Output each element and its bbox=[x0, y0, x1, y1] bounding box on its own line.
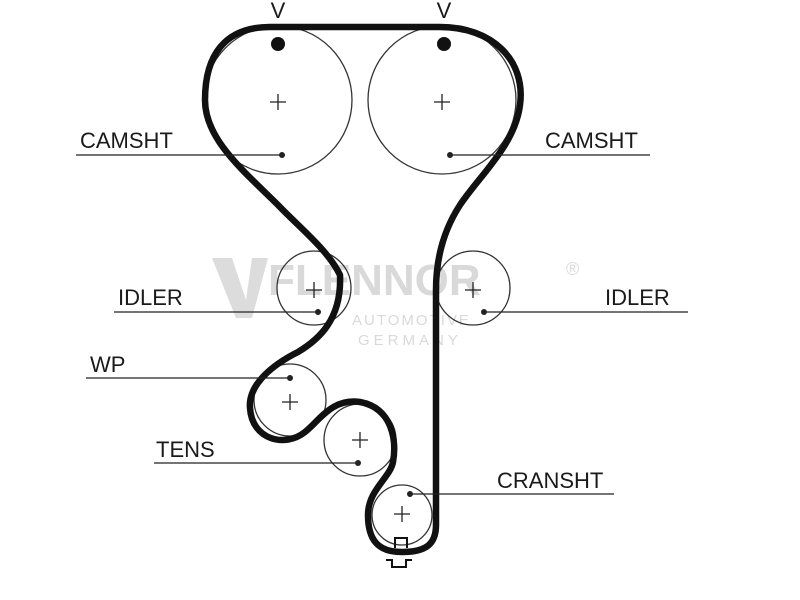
label-camshaft-right: CAMSHT bbox=[545, 128, 638, 153]
watermark-line1: AUTOMOTIVE bbox=[352, 312, 471, 329]
label-idler-left: IDLER bbox=[118, 285, 183, 310]
idler-right-center-icon bbox=[465, 282, 481, 298]
leader-dot-camshaft-right bbox=[447, 152, 453, 158]
watermark-line2: GERMANY bbox=[358, 332, 462, 349]
leader-dot-tensioner bbox=[355, 460, 361, 466]
watermark: FLENNOR ® AUTOMOTIVE GERMANY bbox=[212, 256, 579, 349]
watermark-brand: FLENNOR bbox=[268, 256, 481, 305]
label-camshaft-left: CAMSHT bbox=[80, 128, 173, 153]
crankshaft-key-icon bbox=[386, 559, 412, 568]
camshaft-right-center-icon bbox=[434, 94, 450, 110]
watermark-registered: ® bbox=[566, 259, 579, 279]
label-crankshaft: CRANSHT bbox=[497, 468, 603, 493]
camshaft-left-timing-dot bbox=[271, 37, 285, 51]
idler-left-center-icon bbox=[306, 282, 322, 298]
crankshaft-pulley bbox=[371, 484, 433, 546]
leader-dot-idler-left bbox=[315, 309, 321, 315]
label-idler-right: IDLER bbox=[605, 285, 670, 310]
water-pump-center-icon bbox=[282, 394, 298, 410]
leader-dot-idler-right bbox=[481, 309, 487, 315]
watermark-logo-icon bbox=[212, 258, 268, 318]
timing-belt bbox=[201, 23, 524, 556]
idler-left-pulley bbox=[276, 250, 352, 326]
timing-mark-right: V bbox=[437, 0, 452, 23]
leader-dot-crankshaft bbox=[407, 491, 413, 497]
camshaft-left-center-icon bbox=[270, 94, 286, 110]
crankshaft-key-notch-icon bbox=[394, 537, 408, 548]
camshaft-right-timing-dot bbox=[437, 37, 451, 51]
crankshaft-center-icon bbox=[394, 506, 410, 522]
tensioner-center-icon bbox=[352, 432, 368, 448]
label-tensioner: TENS bbox=[156, 437, 215, 462]
leader-dot-water-pump bbox=[287, 375, 293, 381]
label-water-pump: WP bbox=[90, 352, 125, 377]
leader-dot-camshaft-left bbox=[279, 152, 285, 158]
timing-mark-left: V bbox=[271, 0, 286, 23]
